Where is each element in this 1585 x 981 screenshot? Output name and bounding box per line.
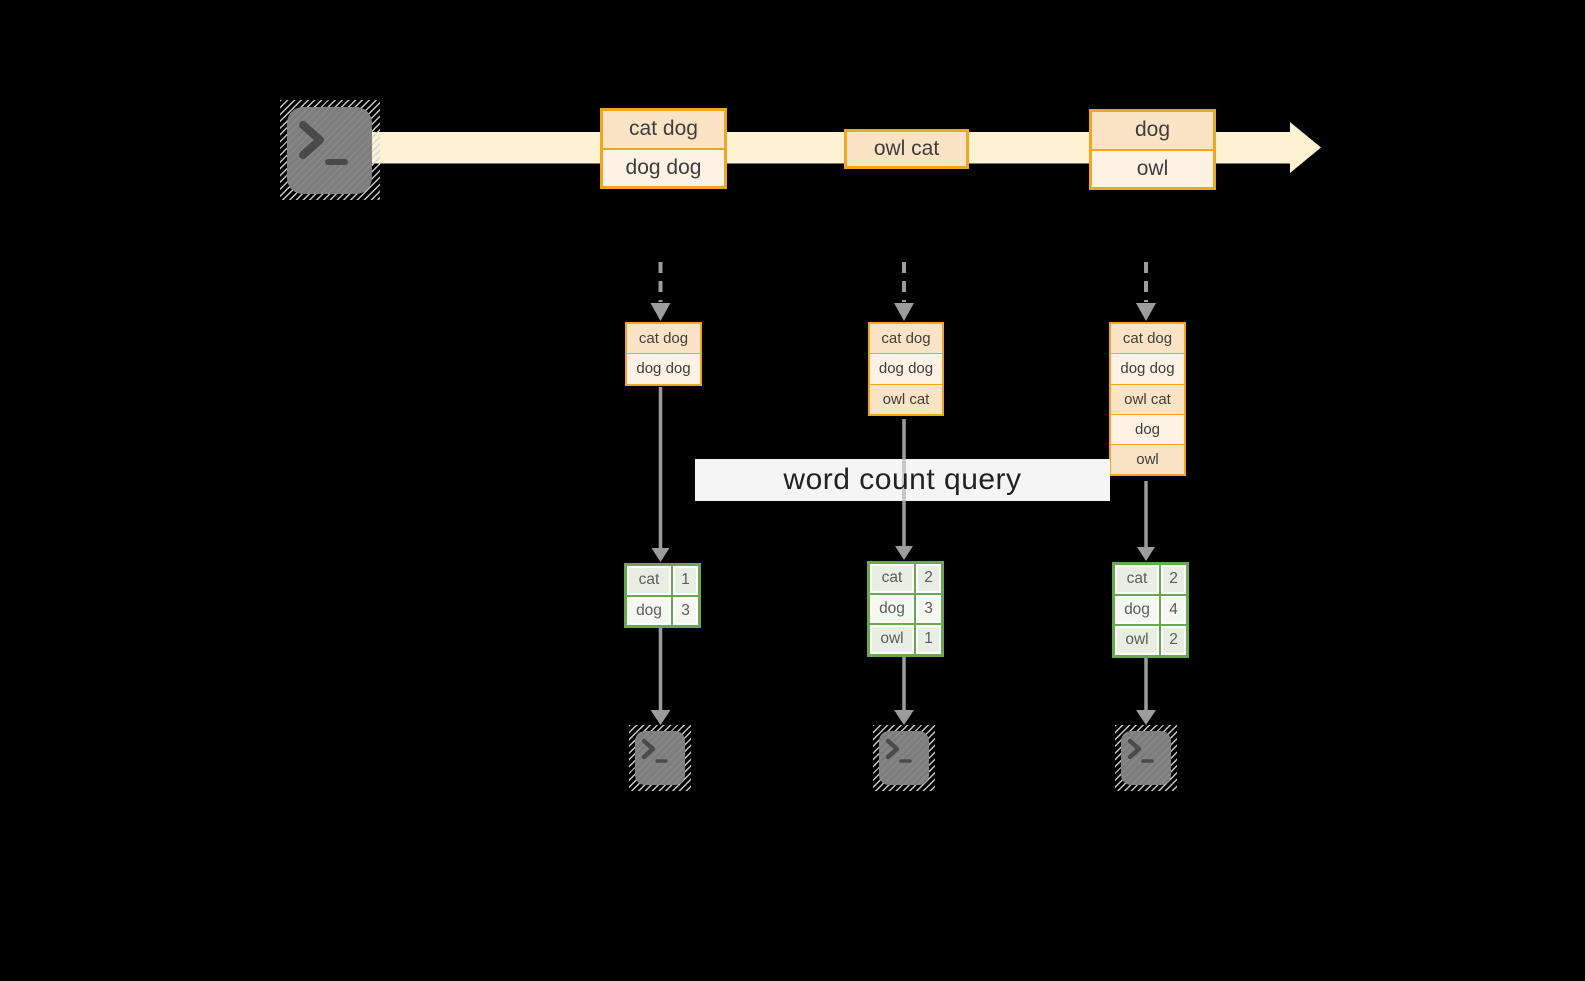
flow-arrow-query-col1 [651,387,670,562]
sink-terminal-icon-3 [1115,725,1177,791]
dashed-arrow-col1 [650,262,671,321]
source-terminal-icon [280,100,380,200]
flow-arrow-sink-col3 [1136,656,1156,725]
stream-batch-2: owl cat [844,129,969,169]
dashed-arrow-col3 [1136,262,1156,321]
input-table-row: owl cat [1111,383,1184,414]
input-table-row: dog dog [1111,353,1184,384]
input-table-row: dog dog [627,353,700,384]
prompt-glyph-icon [299,121,348,165]
input-table-row: cat dog [627,324,700,354]
input-table-row: dog dog [870,353,942,384]
result-count-cell: 2 [1161,626,1186,655]
terminal-icon [635,731,685,785]
result-count-cell: 1 [916,625,941,654]
result-count-cell: 2 [1161,565,1186,594]
result-word-cell: cat [870,564,914,593]
flow-arrow-sink-col2 [894,656,914,725]
input-table-row: cat dog [870,324,942,354]
result-word-cell: dog [627,596,671,625]
prompt-glyph-icon [641,738,668,763]
result-word-cell: cat [1115,565,1159,594]
result-word-cell: owl [1115,626,1159,655]
stream-batch-item: owl [1092,148,1213,187]
input-table-row: dog [1111,413,1184,445]
sink-terminal-icon-2 [873,725,935,791]
result-count-cell: 4 [1161,595,1186,624]
terminal-icon [1121,731,1171,785]
result-count-cell: 3 [916,594,941,623]
result-count-cell: 3 [673,596,698,625]
input-table-row: owl cat [870,383,942,414]
result-word-cell: dog [1115,595,1159,624]
result-word-cell: dog [870,594,914,623]
result-count-cell: 2 [916,564,941,593]
query-label: word count query [783,463,1022,496]
input-table-row: owl [1111,444,1184,475]
stream-batch-item: cat dog [603,111,724,148]
sink-terminal-icon-1 [629,725,691,791]
flow-arrow-query-col3 [1137,481,1155,561]
result-word-cell: cat [627,566,671,595]
prompt-glyph-icon [885,738,912,763]
terminal-icon [287,107,372,194]
flow-line-through-label [902,459,906,501]
flow-arrow-sink-col1 [650,627,671,725]
result-count-cell: 1 [673,566,698,595]
stream-batch-item: owl cat [847,132,966,166]
stream-batch-item: dog [1092,112,1213,149]
terminal-icon [879,731,929,785]
input-table-row: cat dog [1111,324,1184,354]
query-label-band: word count query [695,459,1110,501]
stream-batch-item: dog dog [603,147,724,186]
result-word-cell: owl [870,625,914,654]
prompt-glyph-icon [1127,738,1154,763]
dashed-arrow-col2 [894,262,914,321]
